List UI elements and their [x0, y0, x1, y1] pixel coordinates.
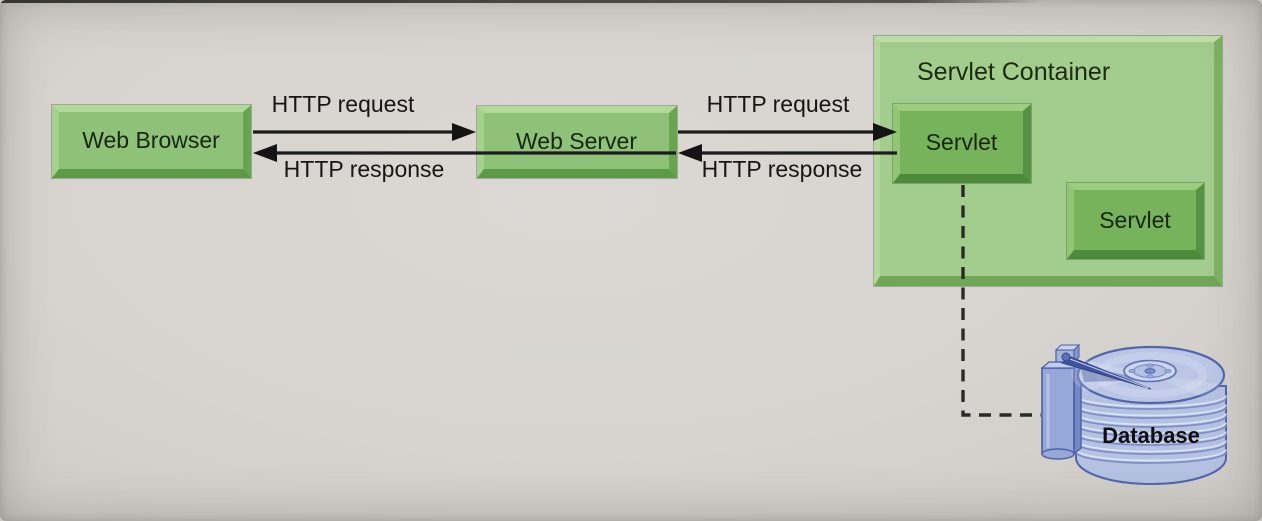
- http-request-label-1: HTTP request: [271, 91, 415, 117]
- web-browser-label: Web Browser: [82, 127, 220, 153]
- servlet-a-label: Servlet: [925, 129, 998, 155]
- database-label: Database: [1102, 423, 1200, 448]
- web-server-label: Web Server: [515, 127, 637, 154]
- servlet-container-title: Servlet Container: [917, 58, 1111, 86]
- web-server-node: Web Server: [476, 105, 678, 179]
- servlet-node-b: Servlet: [1066, 182, 1205, 260]
- http-response-label-2: HTTP response: [701, 156, 863, 182]
- arrow-server-to-servlet: [678, 123, 897, 141]
- servlet-b-label: Servlet: [1099, 206, 1171, 233]
- servlet-node-a: Servlet: [892, 103, 1032, 184]
- http-response-label-1: HTTP response: [283, 156, 445, 182]
- top-edge-shadow: [0, 0, 1040, 3]
- http-request-label-2: HTTP request: [706, 91, 850, 117]
- database-icon: [1040, 343, 1227, 485]
- arrow-browser-to-server: [253, 123, 476, 141]
- web-browser-node: Web Browser: [51, 104, 252, 179]
